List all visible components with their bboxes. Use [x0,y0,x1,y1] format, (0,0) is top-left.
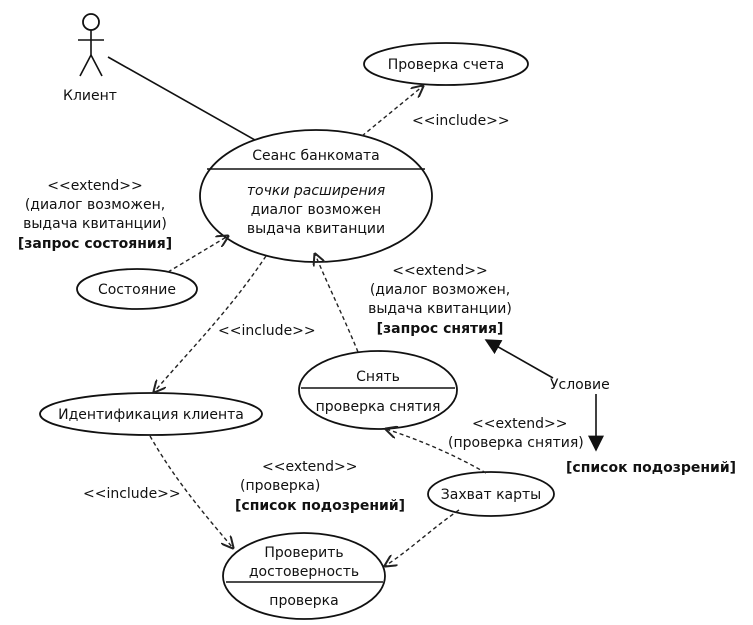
extend-right-line2: выдача квитанции) [368,301,512,317]
verify-name-line2: достоверность [249,564,359,580]
extend-note-verify: <<extend>> (проверка) [список подозрений… [235,459,405,514]
verify-ellipse [222,532,386,620]
check-account-name: Проверка счета [388,57,505,73]
include-label-mid: <<include>> [218,323,316,339]
atm-session-ext-title: точки расширения [247,183,385,199]
suspect-list-label: [список подозрений] [566,460,736,476]
status-name: Состояние [98,282,176,298]
extend-note-capture: <<extend>> (проверка снятия) [448,416,584,451]
extend-verify-line1: (проверка) [240,478,320,494]
extend-capture-verify [385,509,460,566]
include-atm-check-account [361,86,423,137]
extend-right-line1: (диалог возможен, [370,282,510,298]
verify-name-line1: Проверить [264,545,343,561]
extend-verify-stereotype: <<extend>> [262,459,357,475]
extend-right-stereotype: <<extend>> [392,263,487,279]
actor-left-leg [79,54,92,77]
extend-left-stereotype: <<extend>> [47,178,142,194]
withdraw-ext-point: проверка снятия [316,399,441,415]
extend-left-line1: (диалог возможен, [25,197,165,213]
extend-right-condition: [запрос снятия] [377,321,504,337]
atm-session-name: Сеанс банкомата [252,148,380,164]
extend-status-atm [167,236,228,273]
include-atm-client-id [154,255,267,392]
actor-head [82,13,100,31]
use-case-verify[interactable]: Проверить достоверность проверка [222,532,386,620]
include-client-id-verify [149,435,233,548]
verify-ext-point: проверка [269,593,338,609]
include-label-top: <<include>> [412,113,510,129]
withdraw-name: Снять [356,369,400,385]
client-id-name: Идентификация клиента [58,407,244,423]
condition-arrow-to-withdraw-note [484,339,554,379]
extend-capture-line1: (проверка снятия) [448,435,584,451]
extend-left-line2: выдача квитанции) [23,216,167,232]
association-client-atm [107,56,256,141]
extend-verify-condition: [список подозрений] [235,498,405,514]
extend-note-left: <<extend>> (диалог возможен, выдача квит… [18,178,172,252]
extend-left-condition: [запрос состояния] [18,236,172,252]
capture-card-ellipse [427,471,555,517]
actor-right-leg [90,54,103,77]
extend-note-right: <<extend>> (диалог возможен, выдача квит… [368,263,512,337]
use-case-status[interactable]: Состояние [76,268,198,310]
use-case-client-id[interactable]: Идентификация клиента [39,392,263,436]
atm-session-ext-point-1: диалог возможен [251,202,381,218]
use-case-atm-session[interactable]: Сеанс банкомата точки расширения диалог … [199,129,433,263]
status-ellipse [76,268,198,310]
withdraw-ellipse [298,350,458,430]
atm-session-ext-point-2: выдача квитанции [247,221,385,237]
include-label-bottom: <<include>> [83,486,181,502]
use-case-withdraw[interactable]: Снять проверка снятия [298,350,458,430]
client-id-ellipse [39,392,263,436]
condition-label: Условие [550,377,610,393]
extend-capture-stereotype: <<extend>> [472,416,567,432]
extend-withdraw-atm [315,254,359,353]
use-case-capture-card[interactable]: Захват карты [427,471,555,517]
use-case-check-account[interactable]: Проверка счета [363,42,529,86]
actor-client[interactable]: Клиент [63,13,117,104]
capture-card-name: Захват карты [441,487,541,503]
actor-label: Клиент [63,88,117,104]
check-account-ellipse [363,42,529,86]
